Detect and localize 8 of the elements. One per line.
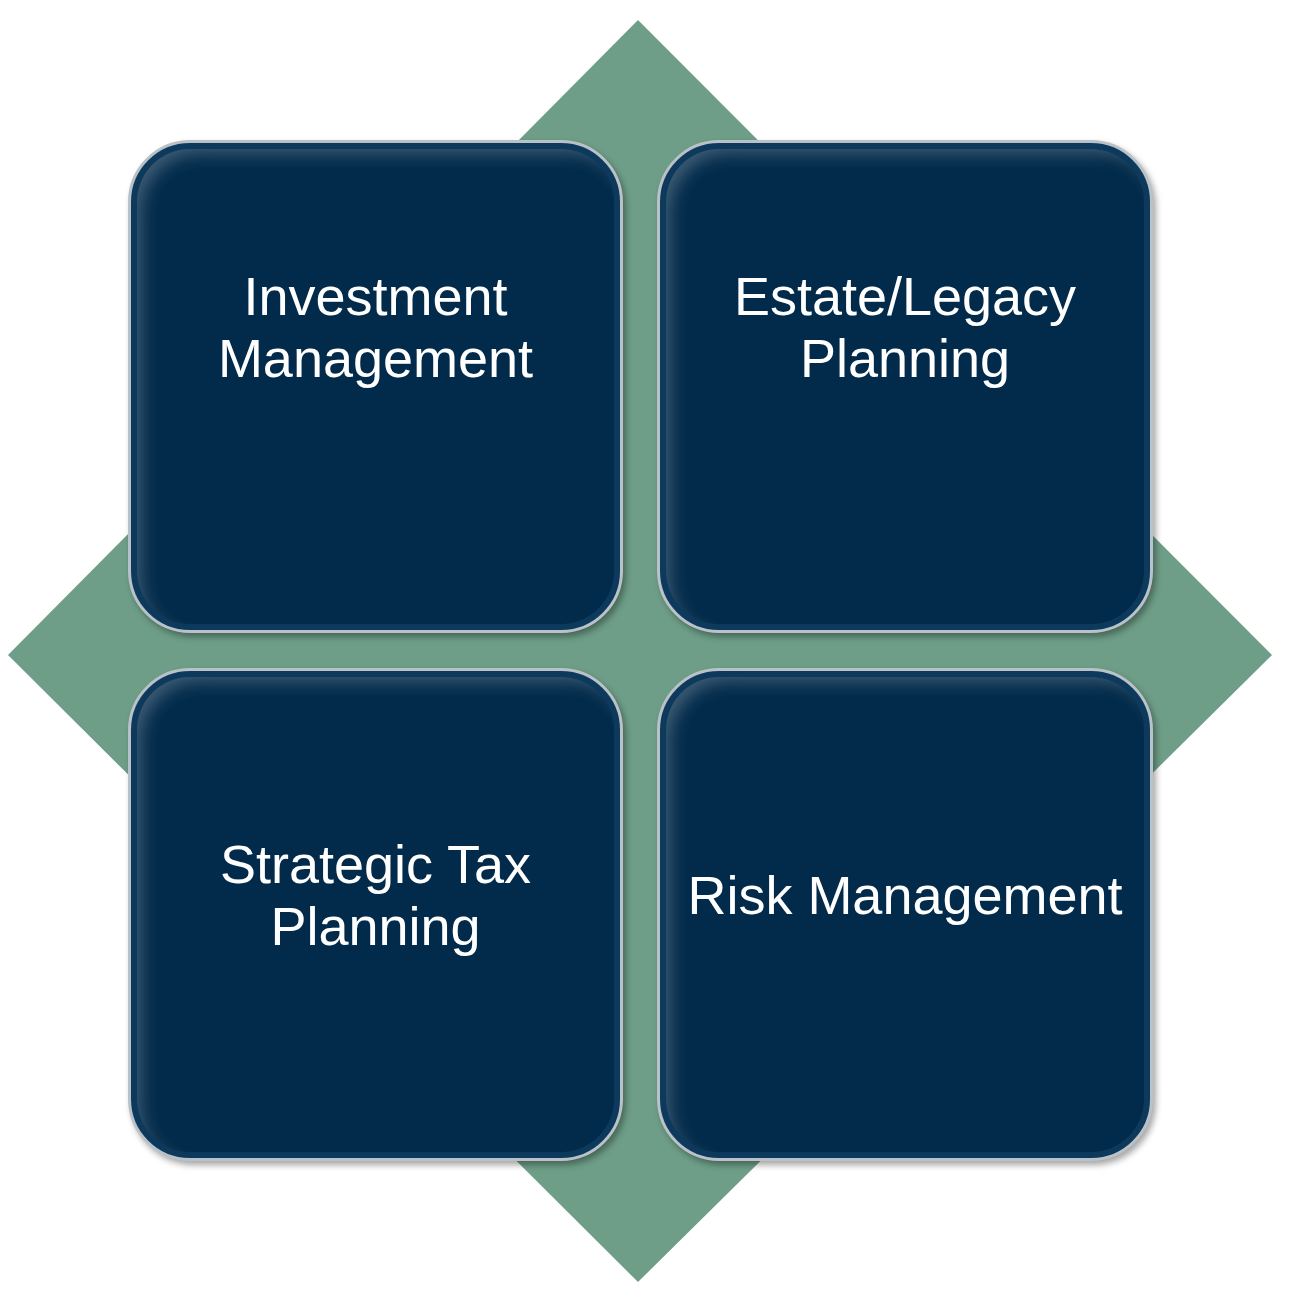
box-label: Investment Management	[216, 264, 535, 389]
box-label: Estate/Legacy Planning	[732, 264, 1078, 389]
rounded-box	[128, 668, 623, 1161]
box-label: Risk Management	[687, 863, 1123, 926]
rounded-box	[657, 668, 1153, 1161]
rounded-box	[657, 140, 1153, 633]
rounded-box	[128, 140, 623, 633]
box-label: Strategic Tax Planning	[218, 832, 533, 957]
